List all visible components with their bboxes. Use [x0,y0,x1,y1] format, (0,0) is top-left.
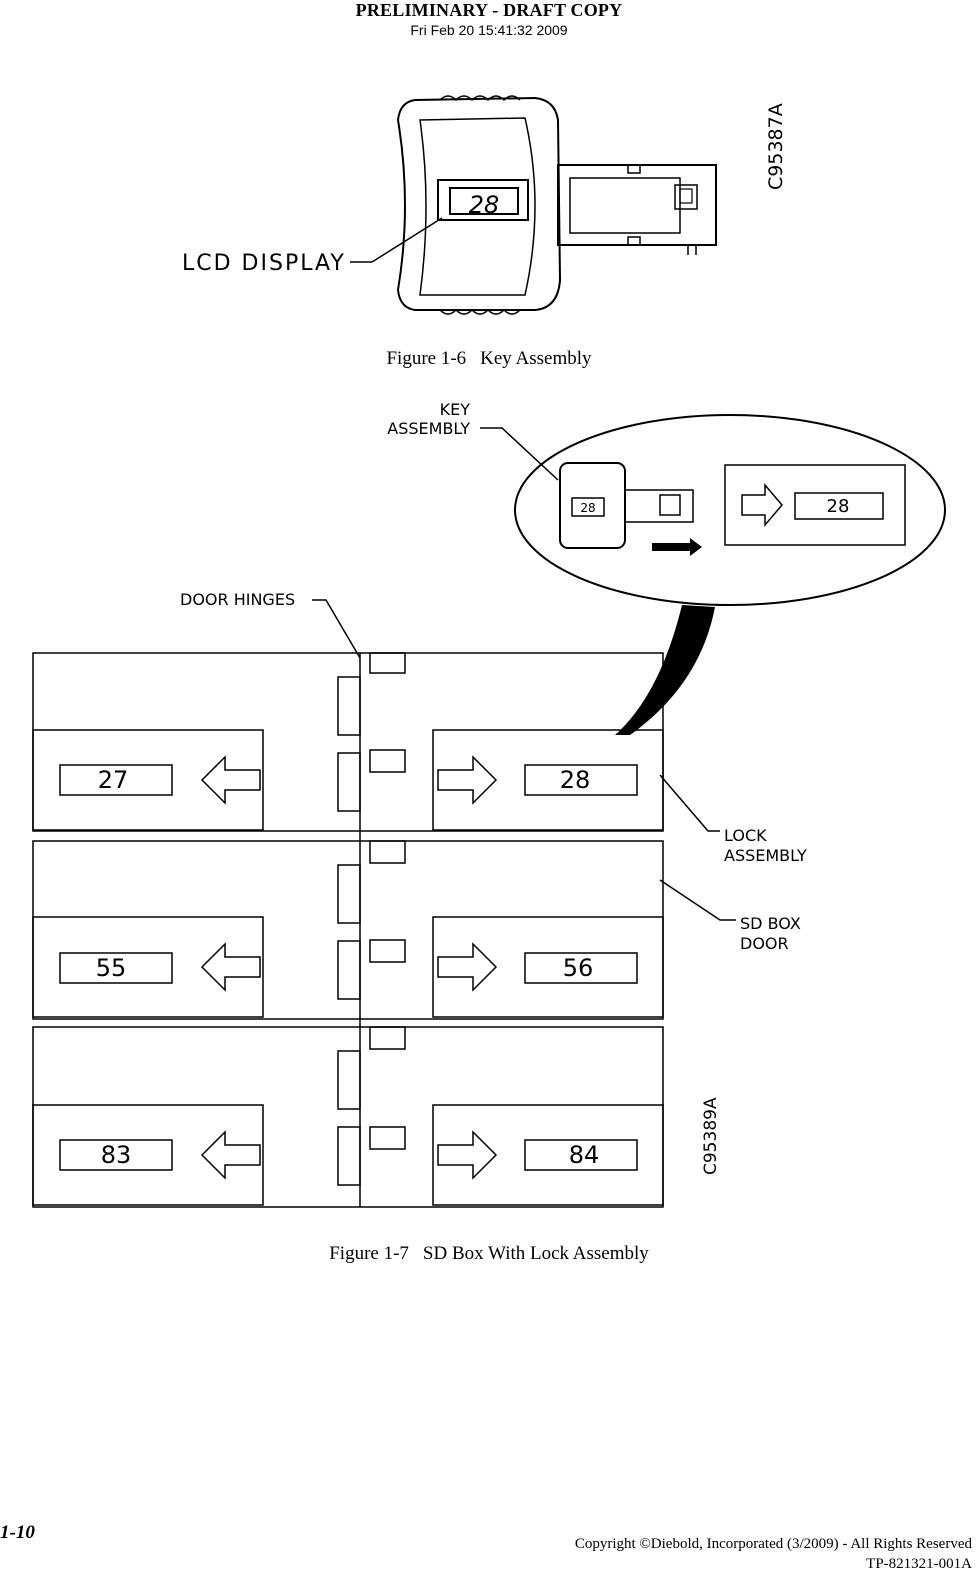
lock-assembly-label-line2: ASSEMBLY [724,846,807,865]
lcd-display-number: 28 [469,191,500,219]
box-number: 56 [563,954,594,982]
drawing-id-2: C95389A [701,1097,721,1175]
figure-1-6-number: Figure 1-6 [386,348,467,369]
figure-1-7-number: Figure 1-7 [329,1243,409,1264]
box-number: 28 [560,766,591,794]
key-assembly-label-line1: KEY [440,400,471,419]
figure-1-7-title: SD Box With Lock Assembly [422,1243,649,1264]
drawing-id-1: C95387A [765,103,787,190]
figure-1-7-caption: Figure 1-7 SD Box With Lock Assembly [0,1243,978,1265]
insert-arrow-icon [652,538,702,556]
key-assembly-label-line2: ASSEMBLY [387,419,470,438]
figure-1-6-caption: Figure 1-6 Key Assembly [0,348,978,370]
lcd-display-label: LCD DISPLAY [182,251,346,276]
box-number: 27 [98,766,129,794]
figure-1-6-title: Key Assembly [480,348,592,369]
detail-key-number: 28 [580,501,595,515]
detail-lock-number: 28 [827,496,850,517]
box-number: 83 [101,1141,132,1169]
sd-box-door-label-line2: DOOR [740,934,789,953]
detail-callout-wedge [615,605,715,735]
page-number: 1-10 [0,1522,35,1543]
draft-timestamp: Fri Feb 20 15:41:32 2009 [410,22,568,38]
key-assembly-figure: 28 LCD DISPLAY C95387A [182,95,787,315]
sd-box-figure: KEY ASSEMBLY DOOR HINGES LOCK ASSEMBLY S… [32,400,946,1208]
door-hinges-label: DOOR HINGES [180,590,295,609]
draft-title: PRELIMINARY - DRAFT COPY [355,0,623,20]
box-number: 84 [569,1141,600,1169]
sd-box-door-label-line1: SD BOX [740,914,801,933]
lock-assembly-label-line1: LOCK [724,826,767,845]
copyright-notice: Copyright ©Diebold, Incorporated (3/2009… [574,1536,972,1552]
box-number: 55 [96,954,127,982]
document-number: TP-821321-001A [866,1556,972,1572]
